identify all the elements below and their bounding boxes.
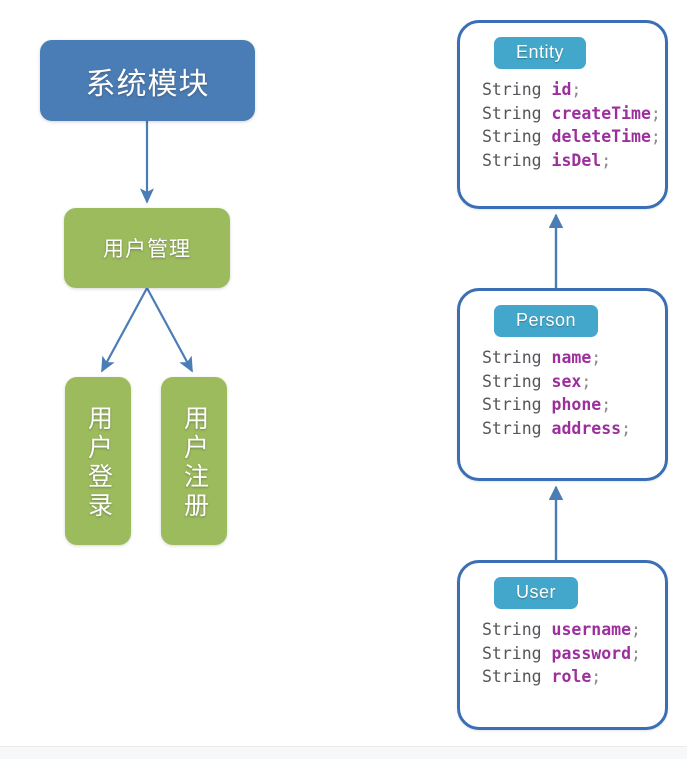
class-box-person[interactable]: Person String name; String sex; String p…: [457, 288, 668, 481]
class-field-row: String sex;: [482, 370, 665, 394]
class-field-list: String id; String createTime; String del…: [482, 78, 665, 172]
field-terminator: ;: [591, 667, 602, 687]
edge-mid-to-register: [146, 287, 193, 373]
class-name-badge: Entity: [494, 37, 587, 69]
class-field-row: String address;: [482, 417, 665, 441]
field-name: sex: [551, 371, 582, 391]
field-name: name: [551, 348, 592, 367]
field-type: String: [482, 127, 542, 147]
field-type: String: [482, 395, 542, 415]
class-field-row: String deleteTime;: [482, 125, 665, 149]
field-type: String: [482, 103, 542, 123]
field-type: String: [482, 643, 542, 663]
field-name: username: [551, 620, 632, 639]
class-field-row: String phone;: [482, 393, 665, 417]
field-type: String: [482, 80, 542, 99]
field-name: id: [551, 80, 572, 99]
field-terminator: ;: [581, 371, 592, 391]
field-type: String: [482, 418, 542, 438]
field-terminator: ;: [650, 127, 661, 147]
field-type: String: [482, 371, 542, 391]
field-terminator: ;: [650, 103, 661, 123]
class-field-row: String isDel;: [482, 149, 665, 173]
class-box-user[interactable]: User String username; String password; S…: [457, 560, 668, 730]
class-field-row: String username;: [482, 618, 665, 642]
field-name: address: [551, 418, 622, 438]
flow-node-user-login[interactable]: 用户登录: [65, 377, 131, 545]
flow-node-label: 用户管理: [103, 238, 191, 261]
class-name-badge: User: [494, 577, 579, 609]
class-field-row: String role;: [482, 665, 665, 689]
class-field-list: String username; String password; String…: [482, 618, 665, 689]
field-type: String: [482, 667, 542, 687]
bottom-band: [0, 746, 687, 759]
flow-node-system-module[interactable]: 系统模块: [40, 40, 255, 121]
edge-mid-to-login: [101, 287, 148, 373]
class-field-row: String name;: [482, 346, 665, 370]
field-name: isDel: [551, 150, 602, 170]
flow-node-label: 用户注册: [180, 405, 209, 521]
class-field-list: String name; String sex; String phone; S…: [482, 346, 665, 440]
field-name: password: [551, 643, 632, 663]
field-type: String: [482, 620, 542, 639]
field-type: String: [482, 150, 542, 170]
field-name: deleteTime: [551, 127, 651, 147]
field-name: phone: [551, 395, 602, 415]
field-terminator: ;: [621, 418, 632, 438]
class-field-row: String id;: [482, 78, 665, 102]
field-terminator: ;: [601, 395, 612, 415]
field-name: createTime: [551, 103, 651, 123]
field-type: String: [482, 348, 542, 367]
flow-node-user-register[interactable]: 用户注册: [161, 377, 227, 545]
class-name-badge: Person: [494, 305, 599, 337]
field-terminator: ;: [631, 643, 641, 663]
field-terminator: ;: [591, 348, 602, 367]
field-name: role: [551, 667, 592, 687]
field-terminator: ;: [571, 80, 582, 99]
flow-node-user-management[interactable]: 用户管理: [64, 208, 230, 288]
class-field-row: String password;: [482, 642, 665, 666]
class-field-row: String createTime;: [482, 102, 665, 126]
class-box-entity[interactable]: Entity String id; String createTime; Str…: [457, 20, 668, 209]
field-terminator: ;: [631, 620, 641, 639]
flow-node-label: 用户登录: [84, 405, 113, 521]
field-terminator: ;: [601, 150, 612, 170]
flow-node-label: 系统模块: [85, 67, 210, 101]
